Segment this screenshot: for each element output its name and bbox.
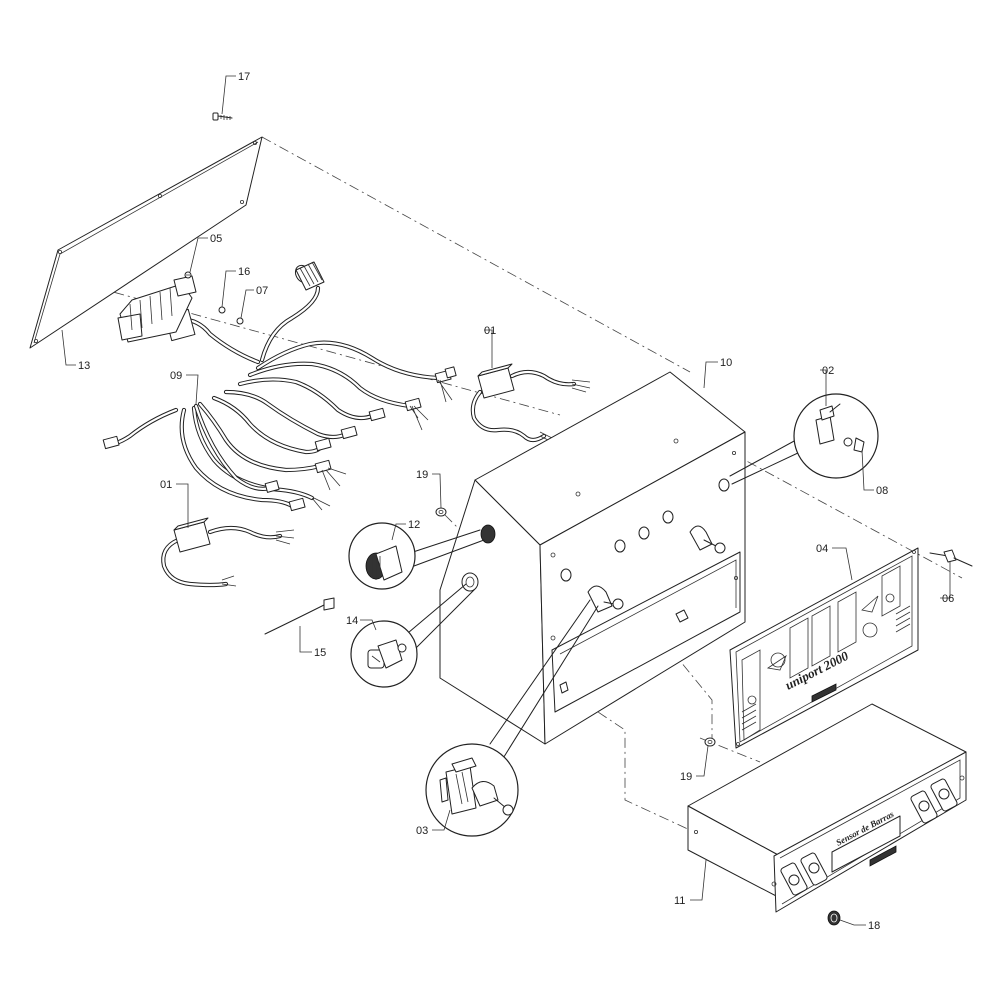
enclosure-joystick-left (587, 585, 624, 613)
harness-terminals (102, 366, 457, 512)
part-06-probe (929, 549, 973, 567)
enclosure-joystick-right (689, 525, 726, 554)
callout-06: 06 (942, 593, 954, 605)
callout-13: 13 (78, 360, 90, 372)
part-01-relay-upper (470, 363, 591, 443)
module-buttons-right (910, 778, 958, 824)
callout-08: 08 (876, 485, 888, 497)
detail-02-toggle-switch (729, 393, 879, 485)
callout-15: 15 (314, 647, 326, 659)
part-18-knob (827, 910, 841, 926)
module-buttons-left (780, 852, 828, 896)
callout-14: 14 (346, 615, 358, 627)
callout-19-lower: 19 (680, 771, 692, 783)
part-15-cable-tie (264, 597, 335, 635)
harness-main-connector (117, 275, 197, 343)
callout-04: 04 (816, 543, 828, 555)
callout-09: 09 (170, 370, 182, 382)
callout-17: 17 (238, 71, 250, 83)
part-11-sensor-module: Sensor de Barras (687, 703, 967, 913)
part-13-back-plate (29, 136, 263, 349)
callout-02: 02 (822, 365, 834, 377)
callout-01-lower: 01 (160, 479, 172, 491)
part-10-enclosure (439, 371, 746, 745)
detail-12-selector-switch (348, 522, 485, 590)
callout-labels: 17 05 16 07 13 09 01 01 10 02 08 19 12 1… (78, 71, 954, 932)
part-07-nut (236, 317, 244, 325)
callout-11: 11 (674, 895, 685, 907)
part-19-nut-lower (704, 737, 716, 747)
detail-14-push-button (350, 583, 475, 688)
callout-10: 10 (720, 357, 732, 369)
harness-round-plug (294, 261, 325, 291)
callout-leaders (61, 75, 951, 926)
callout-19-upper: 19 (416, 469, 428, 481)
part-17-screw (212, 112, 233, 121)
callout-03: 03 (416, 825, 428, 837)
part-05-screw (184, 271, 192, 279)
callout-18: 18 (868, 920, 880, 932)
part-01-relay-lower (161, 517, 295, 588)
callout-01-upper: 01 (484, 325, 496, 337)
enclosure-pilot-lights (560, 478, 730, 582)
callout-07: 07 (256, 285, 268, 297)
part-04-label-panel: uniport 2000 (729, 547, 919, 749)
callout-05: 05 (210, 233, 222, 245)
part-16-washer (218, 306, 226, 314)
callout-12: 12 (408, 519, 420, 531)
callout-16: 16 (238, 266, 250, 278)
part-19-nut-upper (435, 507, 447, 517)
